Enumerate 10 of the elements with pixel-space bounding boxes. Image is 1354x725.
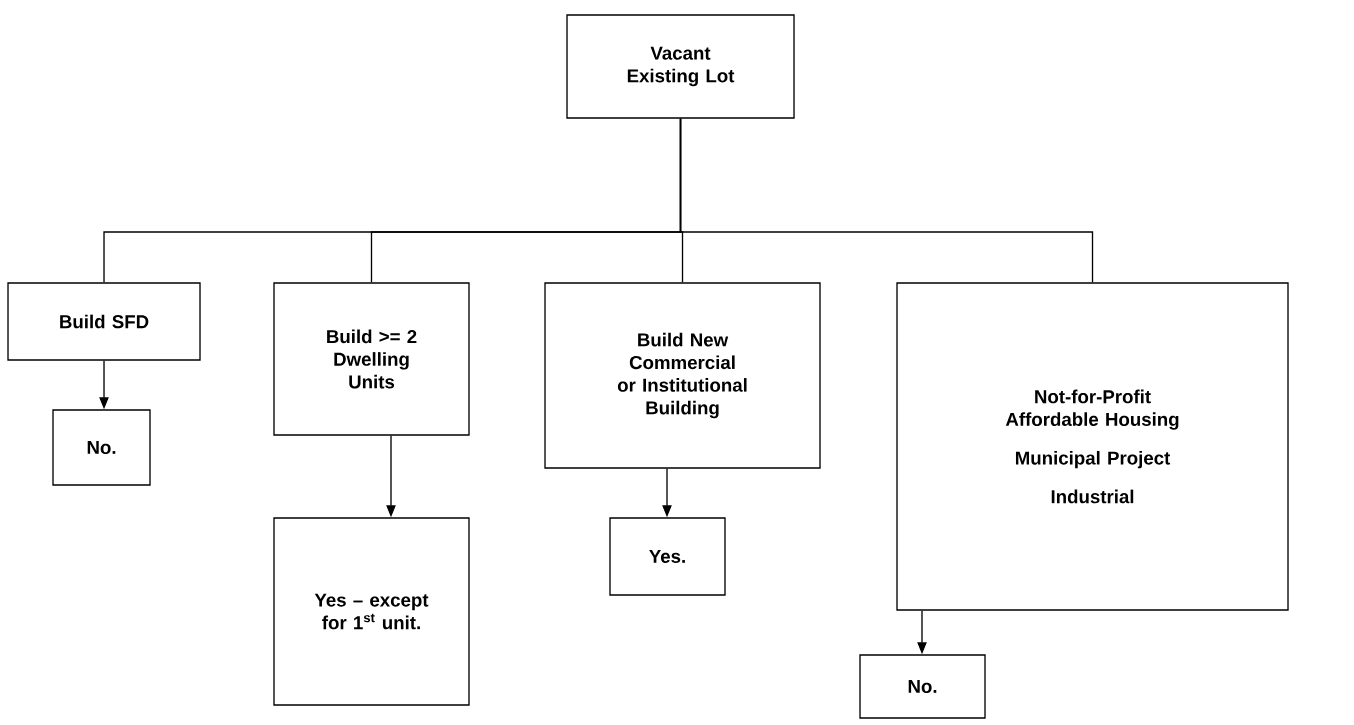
process-box: Build SFD	[7, 282, 201, 361]
process-box: Not-for-Profit Affordable Housing Municipal Project Industrial	[896, 282, 1289, 611]
process-box: Vacant Existing Lot	[566, 14, 795, 119]
connector	[679, 118, 1094, 283]
process-box: Build New Commercial or Institutional Building	[544, 282, 821, 469]
process-box: No.	[859, 654, 986, 719]
process-box: Build >= 2 Dwelling Units	[273, 282, 470, 436]
process-box: No.	[52, 409, 151, 486]
process-box: Yes.	[609, 517, 726, 596]
process-box: Yes – except for 1$^{st}$ unit.	[273, 517, 470, 706]
